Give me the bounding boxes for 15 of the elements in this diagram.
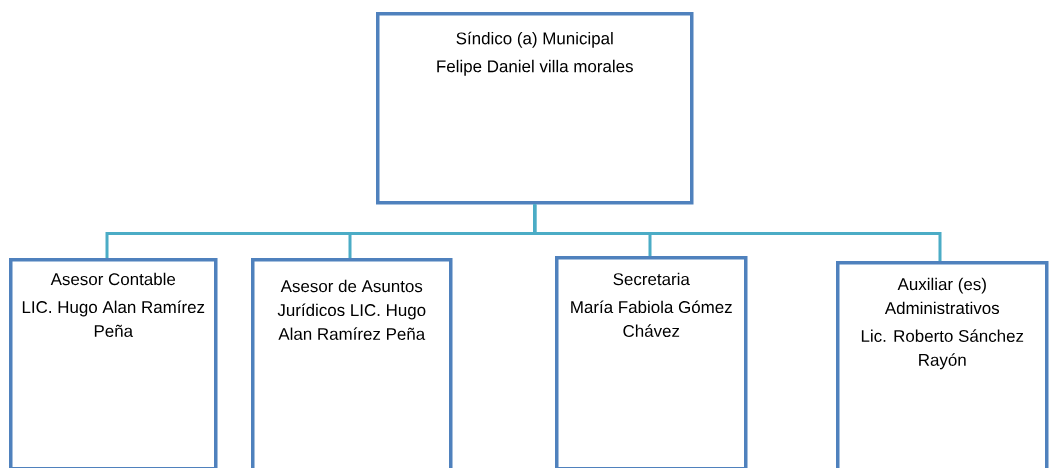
org-box (251, 258, 453, 468)
box-text: Auxiliar (es) Administrativos (884, 277, 1000, 315)
org-box (555, 256, 748, 468)
box-text: Secretaria (613, 272, 690, 286)
box-text: LIC. Hugo Alan Ramírez Peña (22, 300, 205, 337)
connector-line (533, 204, 942, 261)
org-box (836, 261, 1049, 468)
box-text: Asesor Contable (50, 272, 176, 286)
org-box (376, 12, 694, 205)
box-text: Felipe Daniel villa morales (437, 59, 633, 76)
box-text: Asesor de Asuntos Jurídicos LIC. Hugo Alan Ramírez Peña (277, 279, 426, 340)
box-text: Síndico (a) Municipal (456, 31, 613, 48)
box-text: María Fabiola Gómez Chávez (571, 300, 732, 337)
box-text: Lic. Roberto Sánchez Rayón (861, 329, 1024, 370)
org-box (9, 258, 218, 468)
